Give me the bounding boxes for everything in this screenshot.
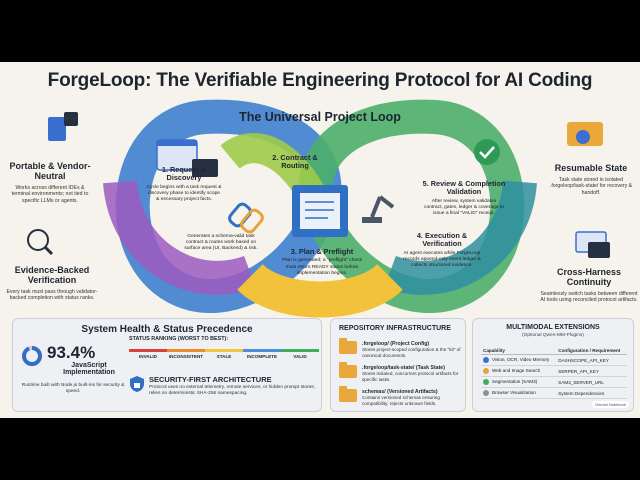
rank-incomplete: INCOMPLETE (243, 349, 281, 359)
feature-evidence: Evidence-Backed Verification Every task … (4, 265, 100, 302)
multimodal-panel: MULTIMODAL EXTENSIONS (Optional Qwen-MM-… (472, 318, 634, 412)
table-row: Web and Image Search SERPER_API_KEY (481, 365, 627, 377)
project-loop-diagram (27, 99, 610, 318)
step-text: AI agent executes while ForgeLoop record… (403, 250, 481, 269)
repository-panel: REPOSITORY INFRASTRUCTURE .forgeloop/ (P… (330, 318, 466, 412)
loop-subtitle: The Universal Project Loop (239, 110, 401, 124)
security-title: SECURITY-FIRST ARCHITECTURE (149, 375, 272, 384)
table-row: Segmentation (SAM3) SAM3_SERVER_URL (481, 376, 627, 388)
column-header: Configuration / Requirement (556, 347, 627, 355)
system-health-panel: System Health & Status Precedence 93.4% … (12, 318, 322, 412)
eye-icon (483, 357, 489, 363)
status-ranking: INVALID INCONSISTENT STALE INCOMPLETE VA… (129, 349, 319, 359)
verified-badge-icon (474, 139, 500, 165)
step-title: 3. Plan & Preflight (290, 247, 354, 256)
step-plan-preflight: 3. Plan & Preflight Plan is generated; a… (280, 247, 364, 277)
repo-item-text: Stores isolated, concurrent protocol art… (362, 371, 459, 382)
feature-resumable: Resumable State Task state stored in iso… (546, 163, 636, 196)
step-review-validation: 5. Review & Completion Validation After … (422, 179, 506, 217)
repo-item-name: .forgeloop/ (Project Config) (362, 341, 430, 347)
step-title: 5. Review & Completion Validation (422, 179, 506, 197)
folder-icon (339, 362, 357, 378)
watermark-badge: Gemini Notebook (592, 401, 629, 408)
donut-chart-icon (22, 346, 42, 366)
repo-item-name: schemas/ (Versioned Artifacts) (362, 389, 438, 395)
feature-text: Task state stored in isolated .forgeloop… (549, 176, 633, 196)
step-text: After review, system validates contract,… (424, 198, 504, 217)
security-shield-icon (130, 376, 144, 392)
feature-text: Every task must pass through validator-b… (6, 288, 98, 302)
table-row: Vision, OCR, Video Memory DASHSCOPE_API_… (481, 354, 627, 366)
rank-valid: VALID (281, 349, 319, 359)
feature-title: Portable & Vendor-Neutral (9, 161, 91, 181)
step-contract-routing-text: Generates a schema-valid task contract &… (180, 234, 262, 252)
repo-item-config: .forgeloop/ (Project Config) Stores proj… (339, 338, 489, 358)
percent-note: Runtime built with Node.js built-ins for… (21, 383, 125, 394)
table-cell: SERPER_API_KEY (556, 365, 627, 377)
feature-title: Cross-Harness Continuity (556, 267, 622, 287)
ide-icon (48, 117, 66, 141)
terminal-icon (64, 112, 78, 126)
step-title: 4. Execution & Verification (416, 231, 468, 249)
panel-title: MULTIMODAL EXTENSIONS (506, 324, 600, 331)
table-cell: System Dependencies (556, 387, 627, 399)
repo-item-text: Contains versioned schemas ensuring comp… (362, 395, 440, 406)
feature-title: Resumable State (554, 163, 628, 173)
ranking-title: STATUS RANKING (WORST TO BEST): (129, 336, 229, 342)
step-text: Cycle begins with a task request & disco… (146, 184, 222, 203)
panel-title: REPOSITORY INFRASTRUCTURE (339, 325, 451, 332)
folder-icon (339, 386, 357, 402)
rank-inconsistent: INCONSISTENT (167, 349, 205, 359)
table-cell: SAM3_SERVER_URL (556, 376, 627, 388)
step-contract-routing: 2. Contract & Routing (262, 153, 328, 171)
table-row: Browser Visualization System Dependencie… (481, 387, 627, 399)
step-text: Plan is generated; a "preflight" check m… (282, 258, 362, 276)
column-header: Capability (481, 347, 557, 355)
feature-portable: Portable & Vendor-Neutral Works across d… (6, 161, 94, 204)
repo-item-name: .forgeloop/task-state/ (Task State) (362, 365, 445, 371)
infographic: ForgeLoop: The Verifiable Engineering Pr… (0, 62, 640, 418)
magnifier-chart-icon (27, 229, 49, 251)
step-text: Generates a schema-valid task contract &… (184, 234, 258, 252)
folder-icon (339, 338, 357, 354)
table-header: Capability Configuration / Requirement (481, 347, 627, 355)
panel-title: System Health & Status Precedence (81, 324, 253, 335)
rank-stale: STALE (205, 349, 243, 359)
extensions-table: Capability Configuration / Requirement V… (481, 347, 627, 399)
step-title: 1. Request & Discovery (161, 165, 207, 183)
search-icon (483, 368, 489, 374)
segmentation-icon (483, 379, 489, 385)
browser-icon (483, 390, 489, 396)
step-title: 2. Contract & Routing (272, 153, 318, 171)
feature-cross-harness: Cross-Harness Continuity Seamlessly swit… (540, 267, 638, 304)
step-execution-verification: 4. Execution & Verification AI agent exe… (400, 231, 484, 269)
feature-title: Evidence-Backed Verification (14, 265, 90, 285)
robot-arm-icon (362, 217, 382, 223)
rank-invalid: INVALID (129, 349, 167, 359)
step-request-discovery: 1. Request & Discovery Cycle begins with… (146, 165, 222, 203)
repo-item-text: Stores project-scoped configuration & th… (362, 347, 461, 358)
feature-text: Seamlessly switch tasks between differen… (540, 290, 638, 304)
percent-value: 93.4% (47, 343, 96, 362)
page-title: ForgeLoop: The Verifiable Engineering Pr… (47, 70, 593, 91)
repo-item-task-state: .forgeloop/task-state/ (Task State) Stor… (339, 362, 489, 382)
security-text: Protocol uses no external telemetry, rem… (149, 385, 316, 396)
table-cell: DASHSCOPE_API_KEY (556, 354, 627, 366)
repo-item-schemas: schemas/ (Versioned Artifacts) Contains … (339, 386, 489, 406)
panel-subtitle: (Optional Qwen-MM-Plugins) (522, 333, 584, 338)
feature-text: Works across different IDEs & terminal e… (11, 184, 89, 204)
percent-label: JavaScript Implementation (63, 362, 115, 376)
